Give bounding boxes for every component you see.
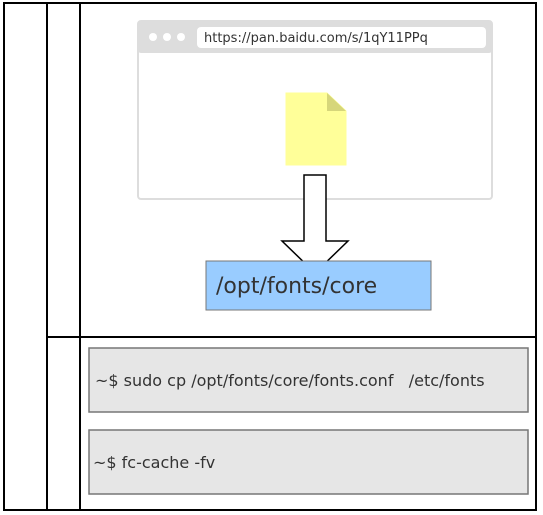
command-box-2: ~$ fc-cache -fv bbox=[88, 429, 529, 495]
command-1-rect bbox=[88, 347, 529, 413]
file-icon bbox=[285, 92, 347, 166]
command-1-text: ~$ sudo cp /opt/fonts/core/fonts.conf /e… bbox=[95, 371, 485, 390]
command-box-1: ~$ sudo cp /opt/fonts/core/fonts.conf /e… bbox=[88, 347, 529, 413]
down-arrow-icon bbox=[280, 174, 350, 275]
file-fold bbox=[327, 93, 346, 111]
window-dot-1 bbox=[149, 33, 157, 41]
address-bar[interactable] bbox=[197, 27, 486, 48]
command-2-rect bbox=[88, 429, 529, 495]
target-path-box: /opt/fonts/core bbox=[205, 260, 432, 311]
window-dot-3 bbox=[177, 33, 185, 41]
target-path-label: /opt/fonts/core bbox=[216, 274, 377, 299]
address-bar-url: https://pan.baidu.com/s/1qY11PPq bbox=[204, 31, 428, 46]
target-path-rect bbox=[205, 260, 432, 311]
window-dot-2 bbox=[163, 33, 171, 41]
command-2-text: ~$ fc-cache -fv bbox=[93, 453, 215, 472]
